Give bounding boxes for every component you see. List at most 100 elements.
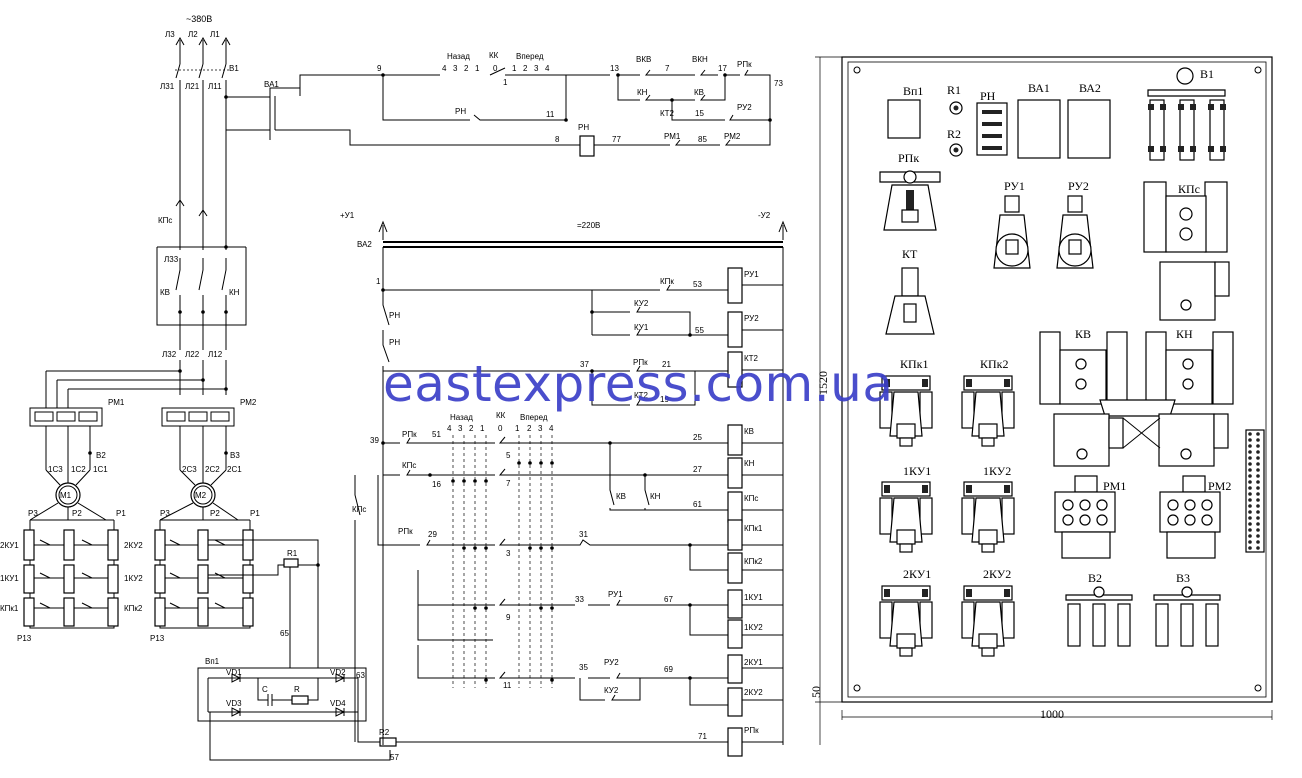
ct-p0: 0 (493, 64, 498, 73)
left-2ku1: 2КУ1 (0, 541, 19, 550)
coil-kps: КПс (744, 494, 758, 503)
cm-n1: 1 (376, 277, 381, 286)
ct-kn: КН (637, 88, 648, 97)
resistor-ladder-1 (23, 519, 119, 629)
cm-pf4: 4 (549, 424, 554, 433)
panel-ru2-relay (1056, 195, 1094, 269)
coil-ru1: РУ1 (744, 270, 759, 279)
cm-n53: 53 (693, 280, 702, 289)
m1-term-1: 1С3 (48, 465, 63, 474)
cm-kn-c: КН (650, 492, 661, 501)
n65-label: 65 (280, 629, 289, 638)
panel-ba1-box (1017, 99, 1061, 159)
panel-kv: КВ (1075, 327, 1091, 341)
motor-m1-label: М1 (60, 491, 72, 500)
left-1ku1: 1КУ1 (0, 574, 19, 583)
coil-rn-top (579, 135, 595, 157)
supply-voltage: ~380В (186, 14, 212, 24)
cm-n31: 31 (579, 530, 588, 539)
n63-label: 63 (356, 671, 365, 680)
ct-one: 1 (503, 78, 508, 87)
watermark-text: eastexpress.com.ua (383, 355, 894, 413)
cm-pf3: 3 (538, 424, 543, 433)
cm-n71: 71 (698, 732, 707, 741)
coil-2ku2: 2КУ2 (744, 688, 763, 697)
m1-term-3: 1С1 (93, 465, 108, 474)
mid-1ku2: 1КУ2 (124, 574, 143, 583)
cm-ku2-r2: КУ2 (634, 299, 649, 308)
cm-rpk-r3: РПк (633, 358, 648, 367)
m1-tap-p3: Р3 (28, 509, 38, 518)
panel-bp1-box (887, 99, 921, 139)
cm-p0: 0 (498, 424, 503, 433)
ct-n15: 15 (695, 109, 704, 118)
cm-rpk-r8: РПк (398, 527, 413, 536)
panel-ba2-box (1067, 99, 1111, 159)
ct-pb4: 4 (442, 64, 447, 73)
c-label: C (262, 685, 268, 694)
ct-rpk: РПк (737, 60, 752, 69)
resistor-ladder-2 (154, 519, 254, 629)
cm-pb2: 2 (469, 424, 474, 433)
panel-r1: R1 (947, 83, 961, 97)
panel-layout: 1520 50 1000 Вп1 R1 R2 РН ВА1 ВА2 В1 РП (809, 56, 1273, 745)
cm-kps-r6: КПс (402, 461, 416, 470)
panel-small-contactors (879, 375, 1015, 657)
panel-kpk2: КПк2 (980, 357, 1009, 371)
cm-n3: 3 (506, 549, 511, 558)
r1-resistor (283, 558, 299, 568)
b2-label: В2 (96, 451, 106, 460)
panel-kps-contactor (1143, 181, 1230, 321)
cm-n7: 7 (506, 479, 511, 488)
panel-b1-switch (1148, 99, 1226, 161)
ct-n9: 9 (377, 64, 382, 73)
cm-n51: 51 (432, 430, 441, 439)
panel-terminal-block (1245, 429, 1265, 553)
ct-n7: 7 (665, 64, 670, 73)
ct-n77: 77 (612, 135, 621, 144)
panel-ba1: ВА1 (1028, 81, 1050, 95)
bp1-label: Вп1 (205, 657, 220, 666)
vd3-label: VD3 (226, 699, 242, 708)
cm-voltage: =220В (577, 221, 600, 230)
cm-rpk-r5: РПк (402, 430, 417, 439)
ct-pb3: 3 (453, 64, 458, 73)
ct-kv: КВ (694, 88, 704, 97)
ct-vkv: ВКВ (636, 55, 651, 64)
line-l12: Л12 (208, 350, 223, 359)
cm-n37: 37 (580, 360, 589, 369)
mid-kpk2: КПк2 (124, 604, 143, 613)
cm-rn1: РН (389, 311, 400, 320)
coil-rpk: РПк (744, 726, 759, 735)
panel-bp1: Вп1 (903, 84, 923, 98)
control-top: 9 Назад КК Вперед 4 3 2 1 0 1 2 3 4 1 РН… (275, 51, 783, 157)
vd1-label: VD1 (226, 668, 242, 677)
cm-n67: 67 (664, 595, 673, 604)
panel-ru1-relay (993, 195, 1031, 269)
mid-2ku2: 2КУ2 (124, 541, 143, 550)
ba1-label: ВА1 (264, 80, 279, 89)
panel-kt: КТ (902, 247, 918, 261)
panel-b1: В1 (1200, 67, 1214, 81)
ct-rm1: РМ1 (664, 132, 681, 141)
cm-kpk-r1: КПк (660, 277, 674, 286)
cm-plus: +У1 (340, 211, 355, 220)
line-l22: Л22 (185, 350, 200, 359)
cm-n27: 27 (693, 465, 702, 474)
coils: РУ1 РУ2 КТ2 КВ КН КПс КПк1 КПк2 1КУ1 (727, 267, 783, 757)
cm-kps-v: КПс (352, 505, 366, 514)
cm-back: Назад (450, 413, 473, 422)
r-label: R (294, 685, 300, 694)
ct-n85: 85 (698, 135, 707, 144)
dim-width: 1000 (1040, 707, 1064, 721)
p13-left: Р13 (17, 634, 32, 643)
cm-pf2: 2 (527, 424, 532, 433)
coil-ru2: РУ2 (744, 314, 759, 323)
coil-kn: КН (744, 459, 755, 468)
cm-ru1-r10: РУ1 (608, 590, 623, 599)
phase-l2: Л2 (188, 30, 198, 39)
motor-m2: М2 (179, 469, 227, 508)
ct-rm2: РМ2 (724, 132, 741, 141)
ct-ru2: РУ2 (737, 103, 752, 112)
cm-fwd: Вперед (520, 413, 548, 422)
